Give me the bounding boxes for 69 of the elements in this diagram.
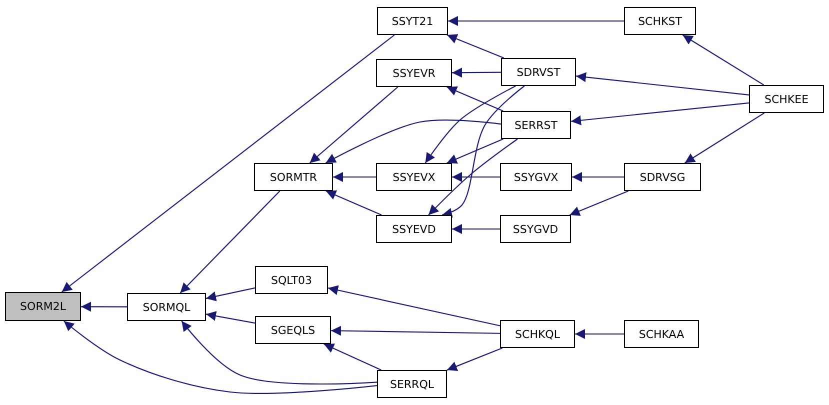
- function-box: [5, 292, 81, 321]
- function-box: [624, 163, 701, 191]
- function-name: SQLT03: [271, 274, 312, 286]
- function-name: SCHKAA: [638, 328, 684, 340]
- function-name: SSYT21: [392, 14, 434, 28]
- arrow: [326, 190, 382, 216]
- arrow: [324, 344, 382, 370]
- function-name: SCHKEE: [764, 92, 809, 106]
- arrow: [206, 311, 256, 324]
- arrow: [576, 72, 750, 96]
- function-box: [501, 111, 571, 139]
- arrow: [325, 120, 502, 164]
- arrow: [682, 34, 764, 86]
- function-name: SSYEVD: [392, 222, 436, 236]
- function-name: SSYEVX: [392, 170, 436, 184]
- function-name: SDRVSG: [640, 170, 686, 184]
- function-box: [500, 320, 575, 348]
- function-box: [377, 370, 447, 398]
- function-box: [749, 85, 824, 113]
- arrow: [442, 86, 525, 218]
- arrow: [181, 320, 378, 385]
- function-name: SDRVST: [516, 66, 560, 78]
- function-name: SSYEVR: [392, 66, 436, 80]
- arrow: [446, 138, 504, 164]
- function-name: SSYGVD: [512, 222, 558, 236]
- arrow: [569, 190, 629, 216]
- arrow: [452, 68, 501, 78]
- function-box: [500, 163, 572, 191]
- arrow: [61, 34, 395, 292]
- function-name: SORMQL: [142, 300, 190, 314]
- function-name: SORM2L: [20, 300, 66, 313]
- arrow: [452, 224, 500, 234]
- arrow: [424, 86, 516, 164]
- arrow: [446, 86, 504, 112]
- function-box: [500, 215, 571, 243]
- arrow: [575, 329, 624, 339]
- function-box: [624, 7, 696, 35]
- arrow: [81, 302, 127, 312]
- function-name: SCHKQL: [515, 328, 560, 340]
- function-box: [255, 316, 331, 344]
- arrow: [446, 347, 503, 371]
- arrow: [64, 320, 378, 394]
- function-name: SERRQL: [390, 378, 434, 390]
- arrow: [452, 172, 500, 182]
- arrow: [572, 172, 624, 182]
- function-box: [254, 163, 333, 191]
- function-box: [376, 163, 452, 191]
- arrow: [180, 190, 280, 294]
- function-box: [376, 59, 452, 87]
- function-name: SSYGVX: [514, 170, 558, 184]
- function-name: SCHKST: [638, 14, 682, 28]
- arrow: [331, 326, 500, 336]
- arrow: [570, 102, 750, 126]
- function-box: [255, 266, 328, 294]
- arrow: [448, 16, 624, 26]
- arrow: [206, 287, 256, 302]
- function-box: [377, 7, 448, 35]
- arrow: [446, 34, 504, 58]
- function-name: SGEQLS: [270, 324, 316, 336]
- function-box: [624, 320, 699, 348]
- arrow: [333, 172, 376, 182]
- function-name: SERRST: [514, 118, 558, 132]
- function-name: SORMTR: [270, 170, 318, 184]
- arrow: [684, 112, 765, 164]
- function-box: [501, 58, 576, 86]
- function-box: [376, 215, 452, 243]
- arrow: [328, 285, 500, 326]
- function-box: [127, 293, 206, 321]
- arrow: [309, 86, 398, 164]
